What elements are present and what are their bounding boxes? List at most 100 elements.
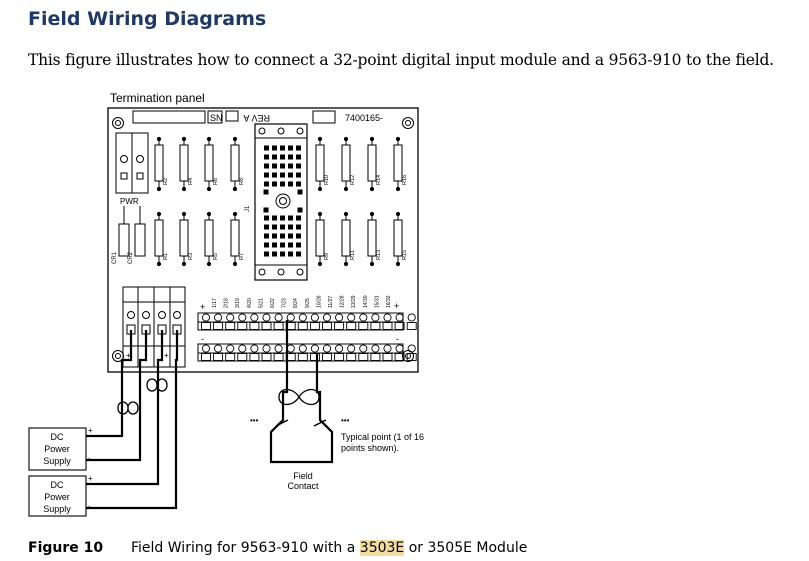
connector-pin [272,172,277,178]
supply2-plus: + [88,474,93,483]
terminal-slot [334,353,345,361]
terminal-screw [310,313,319,322]
resistor-lead [156,261,162,267]
dc-power-supply-1 [28,427,87,471]
connector-pin [272,224,277,230]
terminal-slot [225,353,236,361]
connector-pin [264,154,269,160]
resistor [179,219,189,257]
resistor-label: R7 [239,253,245,260]
supply2-line2: Power [44,492,70,502]
resistor-lead [369,211,375,217]
connector-pin [288,224,293,230]
connector-pin [296,181,301,187]
resistor-lead [343,211,349,217]
cr2-label: CR2 [128,251,134,264]
connector-pin [280,145,285,151]
resistor-lead [343,136,349,142]
resistor-lead [232,136,238,142]
terminal-screw [395,313,404,322]
terminal-label: 11/27 [328,296,334,308]
connector-pin [272,233,277,239]
resistor-lead [395,186,401,192]
jumper-label: J1 [245,205,251,212]
terminal-label: 4/20 [247,298,253,308]
connector-pin [296,163,301,169]
connector-pin [280,215,285,221]
terminal-screw [226,344,235,353]
resistor-lead [232,186,238,192]
resistor-lead [395,136,401,142]
block-plus-label-1: + [126,351,131,360]
supply1-line2: Power [44,444,70,454]
connector-pin [296,251,301,257]
terminal-slot [273,353,284,361]
resistor-label: R1 [163,253,169,260]
connector-pin [280,154,285,160]
connector-pin [288,145,293,151]
connector-pin [264,215,269,221]
resistor-lead [317,186,323,192]
terminal-screw [347,344,356,353]
connector-pin [296,224,301,230]
connector-pin [272,215,277,221]
resistor-label: R4 [188,178,194,185]
terminal-screw [347,313,356,322]
terminal-slot [201,353,211,361]
section-heading: Field Wiring Diagrams [28,8,267,30]
terminal-label: 1/17 [212,298,218,308]
dc-power-supply-2 [28,475,87,517]
caption-highlight: 3503E [359,540,405,556]
terminal-slot [406,322,417,330]
typical-point-line2: points shown). [341,443,399,453]
resistor-lead [181,136,187,142]
terminal-slot [382,353,393,361]
terminal-screw [250,344,259,353]
supply1-minus: - [88,454,91,463]
resistor-lead [395,261,401,267]
resistor-label: R11 [350,250,356,260]
resistor-lead [317,261,323,267]
connector-pin [272,154,277,160]
resistor-label: R5 [213,253,219,260]
resistor [393,219,403,257]
resistor-label: R12 [350,175,356,185]
terminal-slot [358,322,369,330]
connector-pin [264,224,269,230]
resistor-lead [156,186,162,192]
terminal-slot [273,322,284,330]
terminal-label: 6/22 [270,298,276,308]
resistor [341,219,351,257]
terminal-slot [394,322,405,330]
resistor-lead [343,186,349,192]
terminal-label: 15/31 [374,295,380,308]
terminal-label: 8/24 [293,298,299,308]
resistor-lead [206,186,212,192]
ellipsis-left: ••• [250,416,259,425]
terminal-screw [286,313,295,322]
terminal-label: 12/28 [340,295,346,308]
supply1-line3: Supply [43,456,71,466]
connector-pin [280,251,285,257]
cr1-label: CR1 [112,251,118,264]
terminal-screw [274,344,283,353]
connector-pin [288,242,293,248]
terminal-screw [298,344,307,353]
resistor-lead [156,136,162,142]
connector-pin [296,233,301,239]
terminal-slot [237,353,248,361]
terminal-slot [322,353,332,361]
terminal-screw [238,313,247,322]
resistor-lead [181,186,187,192]
resistor-label: R3 [188,253,194,260]
terminal-screw [262,313,271,322]
terminal-screw [201,313,211,322]
terminal-screw [335,313,344,322]
revision-label: REV A [243,113,270,123]
resistor-lead [181,211,187,217]
terminal-slot [309,353,320,361]
terminal-screw [407,344,416,353]
terminal-screw [286,344,295,353]
connector-pin [264,163,269,169]
terminal-slot [346,353,357,361]
